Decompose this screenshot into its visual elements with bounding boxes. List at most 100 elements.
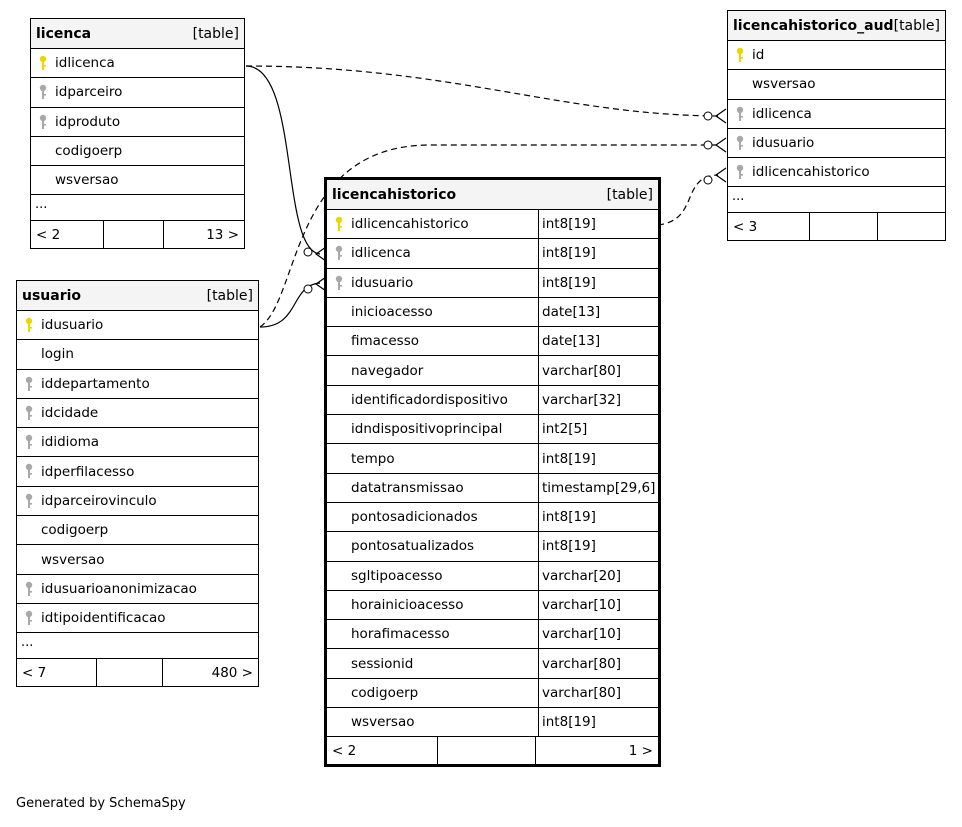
table-header[interactable]: licenca [table] [31, 19, 244, 49]
column-name: idusuario [728, 129, 945, 157]
foreign-key-icon [25, 376, 33, 391]
column-type: varchar[10] [538, 620, 658, 649]
column-row[interactable]: identificadordispositivo varchar[32] [327, 385, 658, 416]
edge-end-optional [703, 175, 713, 185]
parent-count[interactable]: < 7 [17, 659, 97, 687]
column-label: login [41, 346, 74, 363]
table-usuario[interactable]: usuario [table] idusuario login iddepartam… [16, 280, 259, 688]
column-name: id [728, 41, 945, 69]
column-row[interactable]: ididioma [17, 428, 258, 458]
table-type: [table] [606, 186, 653, 203]
column-label: sessionid [351, 655, 414, 672]
parent-count[interactable]: < 2 [31, 221, 104, 249]
column-type: varchar[32] [538, 385, 658, 415]
column-row[interactable]: idlicenca [31, 49, 244, 79]
column-label: identificadordispositivo [351, 391, 508, 408]
column-row[interactable]: wsversao [728, 70, 945, 100]
column-row[interactable]: login [17, 340, 258, 370]
column-row[interactable]: idproduto [31, 108, 244, 137]
column-row[interactable]: sessionid varchar[80] [327, 649, 658, 679]
table-header[interactable]: usuario [table] [17, 281, 258, 311]
column-row[interactable]: idparceirovinculo [17, 487, 258, 517]
column-row[interactable]: iddepartamento [17, 370, 258, 399]
table-header[interactable]: licencahistorico [table] [327, 180, 658, 210]
column-row[interactable]: wsversao [17, 545, 258, 575]
foreign-key-icon [25, 581, 33, 596]
more-columns: ... [31, 195, 244, 222]
table-footer: < 7 480 > [17, 659, 258, 687]
column-type: int8[19] [538, 268, 658, 297]
column-name: idcidade [17, 399, 258, 427]
table-name: licencahistorico [332, 186, 457, 203]
column-label: inicioacesso [351, 304, 433, 321]
column-row[interactable]: codigoerp [17, 516, 258, 546]
edge-usuario-to-aud [259, 144, 718, 328]
column-label: navegador [351, 362, 424, 379]
child-count[interactable]: 1 > [628, 742, 653, 759]
column-row[interactable]: idtipoidentificacao [17, 604, 258, 634]
column-type: timestamp[29,6] [538, 473, 658, 502]
column-name: wsversao [31, 166, 244, 194]
column-label: codigoerp [55, 143, 123, 160]
column-type: varchar[80] [538, 678, 658, 708]
table-name: licenca [36, 25, 92, 42]
column-type: int8[19] [538, 210, 658, 239]
column-label: wsversao [351, 714, 415, 731]
column-name: idparceiro [31, 78, 244, 106]
column-row[interactable]: idcidade [17, 399, 258, 429]
column-row[interactable]: idperfilacesso [17, 457, 258, 487]
column-row[interactable]: idparceiro [31, 78, 244, 108]
edge-crowfoot [714, 167, 727, 183]
column-row[interactable]: idlicencahistorico [728, 158, 945, 188]
column-name: pontosadicionados [327, 503, 538, 531]
column-label: iddepartamento [41, 375, 150, 392]
column-row[interactable]: idusuarioanonimizacao [17, 575, 258, 604]
column-label: fimacesso [351, 333, 419, 350]
column-row[interactable]: idusuario [17, 311, 258, 341]
parent-count[interactable]: < 2 [327, 737, 438, 765]
column-type: varchar[80] [538, 649, 658, 678]
child-count[interactable] [878, 213, 945, 240]
column-row[interactable]: codigoerp [31, 137, 244, 167]
table-name: usuario [22, 287, 82, 304]
column-row[interactable]: id [728, 41, 945, 71]
column-name: idusuario [17, 311, 258, 339]
column-name: iddepartamento [17, 370, 258, 398]
table-licencahistorico[interactable]: licencahistorico [table] idlicencahistor… [324, 177, 661, 768]
foreign-key-icon [736, 135, 744, 150]
column-row[interactable]: idlicenca [728, 100, 945, 129]
primary-key-icon [39, 55, 47, 70]
child-count[interactable]: 13 > [206, 226, 239, 243]
table-header[interactable]: licencahistorico_aud [table] [728, 11, 945, 41]
column-type: int8[19] [538, 239, 658, 268]
column-name: inicioacesso [327, 298, 538, 326]
column-row[interactable]: wsversao [31, 166, 244, 196]
column-name: codigoerp [17, 516, 258, 544]
column-label: pontosatualizados [351, 538, 475, 555]
column-type: varchar[20] [538, 561, 658, 590]
parent-count[interactable]: < 3 [728, 213, 810, 241]
child-count[interactable]: 480 > [211, 664, 253, 681]
column-row[interactable]: idusuario [728, 129, 945, 159]
